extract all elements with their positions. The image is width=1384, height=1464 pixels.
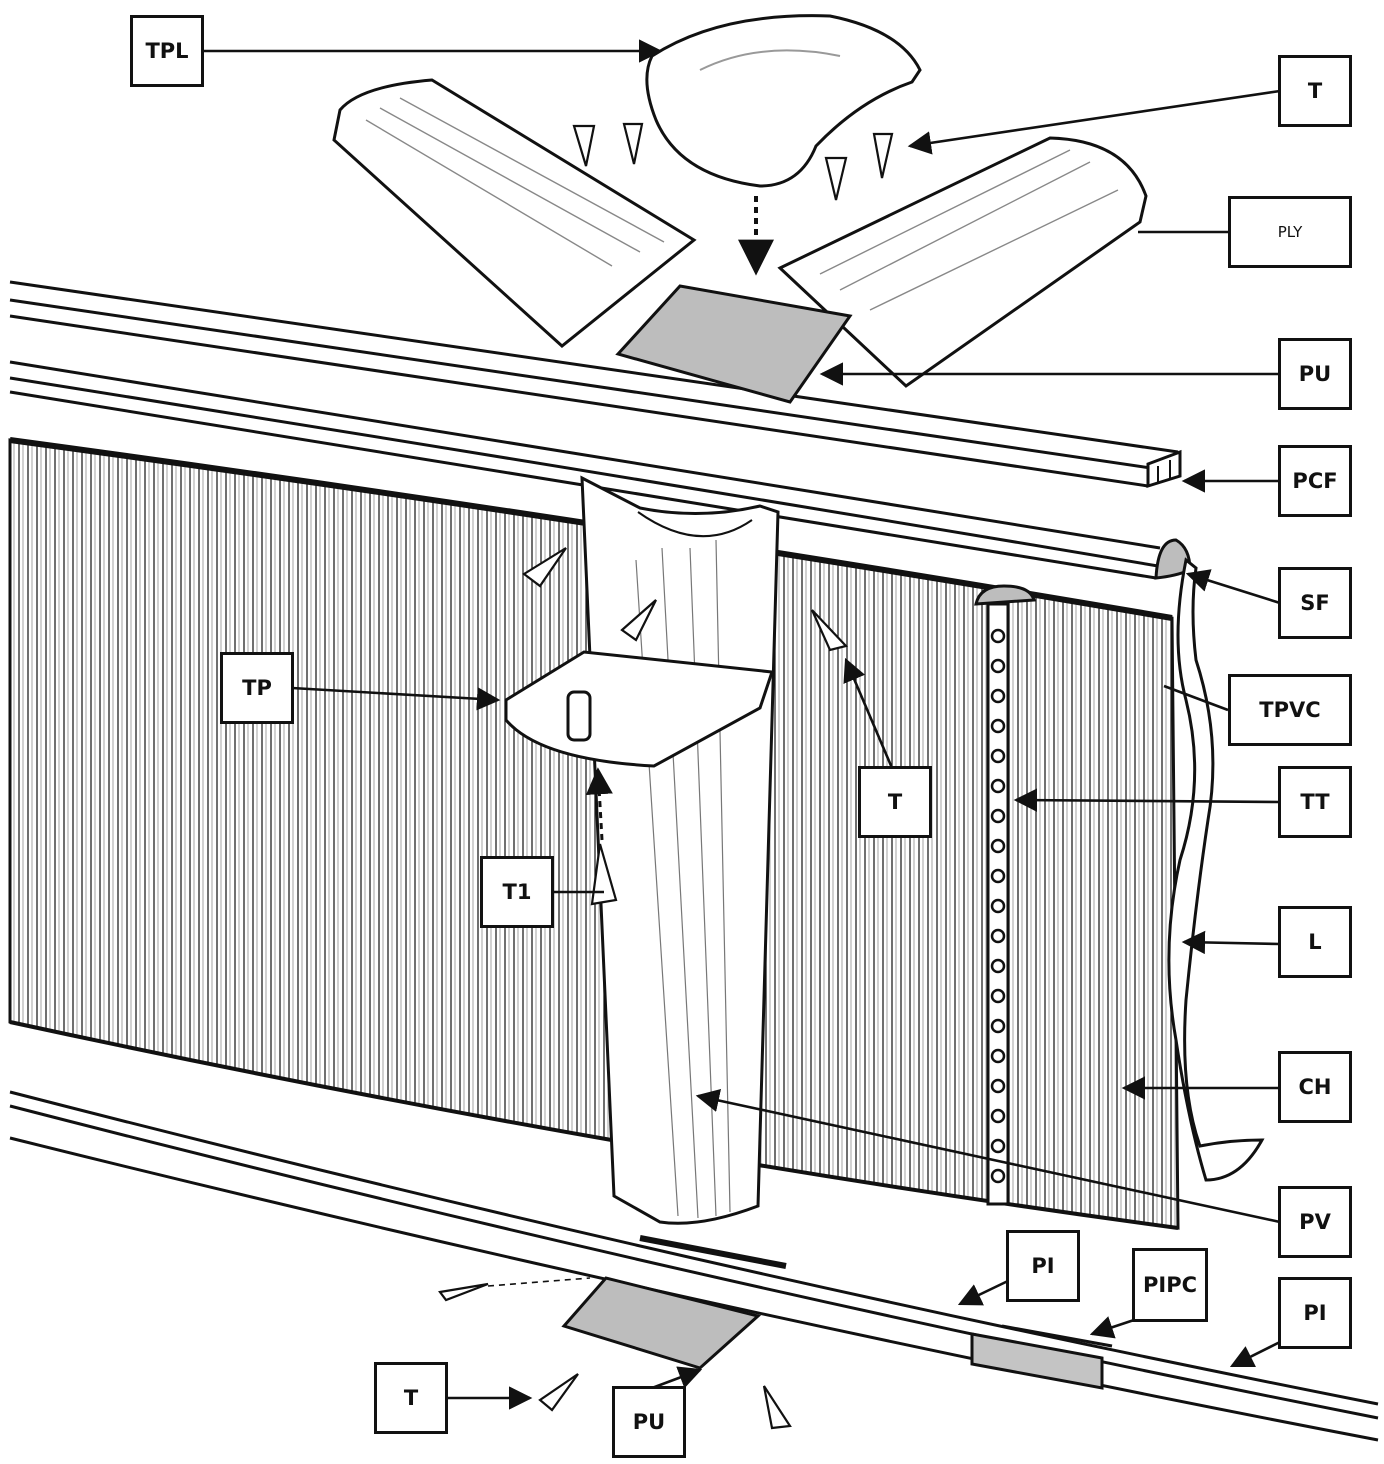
label-tpl: TPL — [130, 15, 204, 87]
label-pipc: PIPC — [1132, 1248, 1208, 1322]
upright-pv — [580, 475, 780, 1225]
strap-hole — [990, 718, 1006, 734]
label-ch: CH — [1278, 1051, 1352, 1123]
strap-hole — [990, 778, 1006, 794]
strap-hole — [990, 838, 1006, 854]
label-t1: T1 — [480, 856, 554, 928]
strap-hole — [990, 628, 1006, 644]
label-t-mid: T — [858, 766, 932, 838]
label-pv: PV — [1278, 1186, 1352, 1258]
strap-hole — [990, 1168, 1006, 1184]
screws — [438, 122, 894, 1430]
label-ply: PLY — [1228, 196, 1352, 268]
dashed-guides — [487, 196, 774, 1287]
leader-lines — [204, 39, 1281, 1410]
strap-hole — [990, 688, 1006, 704]
top-ledge-ply — [777, 136, 1148, 388]
stabilizer-rail-sf — [9, 360, 1192, 580]
strap-hole — [990, 658, 1006, 674]
top-plate-pu — [615, 284, 853, 404]
top-rail-pcf — [9, 280, 1182, 489]
label-pi-left: PI — [1006, 1230, 1080, 1302]
label-tp: TP — [220, 652, 294, 724]
bottom-plate-pu — [561, 1276, 762, 1370]
label-pu-bottom: PU — [612, 1386, 686, 1458]
strap-hole — [990, 1108, 1006, 1124]
bottom-rail-connector-pipc — [970, 1324, 1113, 1390]
strap-hole — [990, 988, 1006, 1004]
label-pi-right: PI — [1278, 1277, 1352, 1349]
vertical-strap-tt — [974, 584, 1036, 1206]
top-cap-tpl — [645, 14, 922, 188]
strap-hole — [990, 1138, 1006, 1154]
upright-bracket-tp — [504, 650, 775, 768]
strap-hole — [990, 808, 1006, 824]
strap-hole — [990, 1018, 1006, 1034]
label-t-top: T — [1278, 55, 1352, 127]
strap-hole — [990, 1078, 1006, 1094]
label-l: L — [1278, 906, 1352, 978]
label-sf: SF — [1278, 567, 1352, 639]
strap-hole — [990, 868, 1006, 884]
strap-hole — [990, 958, 1006, 974]
strap-hole — [990, 898, 1006, 914]
label-pcf: PCF — [1278, 445, 1352, 517]
strap-hole — [990, 1048, 1006, 1064]
label-pu-top: PU — [1278, 338, 1352, 410]
label-t-bottom: T — [374, 1362, 448, 1434]
label-tt: TT — [1278, 766, 1352, 838]
strap-hole — [990, 748, 1006, 764]
label-tpvc: TPVC — [1228, 674, 1352, 746]
top-ledge-left — [332, 78, 697, 348]
strap-hole — [990, 928, 1006, 944]
